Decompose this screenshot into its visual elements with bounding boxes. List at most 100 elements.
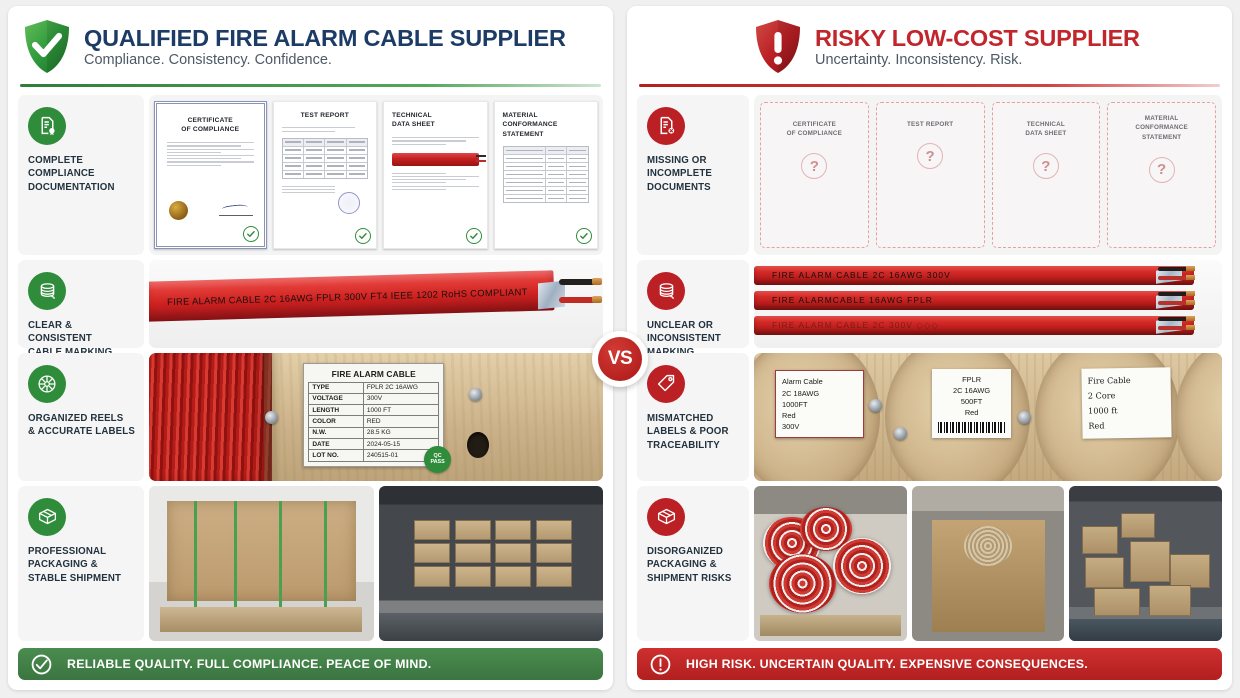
cable-print-text: FIRE ALARM CABLE 2C 16AWG FPLR 300V FT4 … [166,285,528,307]
doc-title-line: CONFORMANCE [502,121,558,129]
row-label-text: MISSING OR INCOMPLETE DOCUMENTS [647,154,712,195]
divider [639,84,1220,87]
label-line: DISORGANIZED [647,545,724,557]
open-damaged-carton-photo [911,485,1065,641]
tag-line: 2C 18AWG [782,388,820,398]
tag-line: 2 Core [1087,390,1115,401]
blue-stamp-icon [338,191,360,214]
reel-label-title: FIRE ALARM CABLE [331,368,416,379]
spool-wheel-icon [28,364,66,403]
row-missing-documents: MISSING OR INCOMPLETE DOCUMENTS CERTIFIC… [637,94,1222,255]
check-circle-icon [30,653,53,676]
shield-alert-icon [753,18,803,76]
doc-title-line: TECHNICAL [392,111,432,119]
cable-marking-media: FIRE ALARM CABLE 2C 16AWG FPLR 300V FT4 … [149,259,603,348]
packaging-photos [149,485,603,641]
placeholder-material-conformance[interactable]: MATERIAL CONFORMANCE STATEMENT ? [1107,101,1216,248]
cable-jacket: FIRE ALARM CABLE 2C 300V ◇◇◇ [754,315,1195,335]
document-certificate-icon [28,106,66,145]
placeholder-certificate[interactable]: CERTIFICATE OF COMPLIANCE ? [760,101,869,248]
container-floor [1069,619,1223,641]
placeholder-title-line: TEST REPORT [906,120,954,128]
container-floor [378,613,603,641]
question-mark-icon: ? [1032,153,1059,179]
document-gallery: CERTIFICATE OF COMPLIANCE [149,94,603,255]
placeholder-title: TECHNICAL DATA SHEET [1025,120,1066,140]
document-missing-icon [647,106,685,145]
label-line: PROFESSIONAL [28,545,107,557]
row-inconsistent-marking: UNCLEAR OR INCONSISTENT MARKING FIRE ALA… [637,259,1222,358]
shield-check-icon [22,18,72,76]
label-line: TRACEABILITY [647,440,720,452]
row-label-text: PROFESSIONAL PACKAGING & STABLE SHIPMENT [28,545,121,586]
placeholder-title-line: CONFORMANCE [1135,124,1188,132]
document-thumb-test-report[interactable]: TEST REPORT [272,100,377,249]
row-disorganized-packaging: DISORGANIZED PACKAGING & SHIPMENT RISKS [637,485,1223,641]
document-thumb-material-conformance[interactable]: MATERIAL CONFORMANCE STATEMENT [493,100,598,249]
document-thumb-technical-data-sheet[interactable]: TECHNICAL DATA SHEET [383,100,488,249]
row-mismatched-labels: MISMATCHED LABELS & POOR TRACEABILITY [637,352,1222,481]
label-line: STABLE SHIPMENT [28,573,122,585]
document-thumb-certificate[interactable]: CERTIFICATE OF COMPLIANCE [154,100,267,249]
page-title: QUALIFIED FIRE ALARM CABLE SUPPLIER [84,24,566,51]
verified-check-icon [576,227,592,244]
footer-text: RELIABLE QUALITY. FULL COMPLIANCE. PEACE… [67,657,432,671]
verified-check-icon [465,227,482,244]
doc-title: TECHNICAL DATA SHEET [392,111,479,131]
mismatched-reels-photo: Alarm Cable 2C 18AWG 1000FT Red 300V FPL… [754,352,1222,481]
doc-body-lines [392,137,479,145]
label-line: SHIPMENT RISKS [647,573,732,585]
marked-cable-photo: FIRE ALARM CABLE 2C 16AWG FPLR 300V FT4 … [149,259,603,348]
document-thumbnails: CERTIFICATE OF COMPLIANCE [149,94,603,255]
table-row: LOT NO.240515-01 [308,449,440,462]
tag-line: Red [1087,420,1105,431]
tag-line: 2C 16AWG [953,386,991,396]
placeholder-title: TEST REPORT [907,120,953,130]
reel-hole [466,431,489,458]
loaded-container-photo [378,485,603,641]
price-tag-icon [647,364,685,403]
label-line: COMPLIANCE [28,168,95,180]
row-label-disorganized-packaging: DISORGANIZED PACKAGING & SHIPMENT RISKS [637,485,749,641]
tag-line: Red [782,410,796,420]
disorganized-photos [754,485,1223,641]
label-line: MISMATCHED [647,412,714,424]
doc-footer-lines [281,185,369,194]
cable-print-text: FIRE ALARMCABLE 16AWG FPLR [772,295,933,305]
qualified-footer-banner: RELIABLE QUALITY. FULL COMPLIANCE. PEACE… [18,648,603,680]
placeholder-title-line: TECHNICAL [1026,120,1065,128]
open-box-icon [647,497,685,536]
missing-document-placeholders: CERTIFICATE OF COMPLIANCE ? TEST REPORT … [754,94,1222,255]
inconsistent-cable-photo: FIRE ALARM CABLE 2C 16AWG 300V FIRE ALAR… [754,259,1222,348]
cable-reel-icon [28,271,66,310]
doc-data-table [281,137,368,179]
tag-line: 300V [782,421,800,431]
doc-title-line: OF COMPLIANCE [181,126,240,134]
tag-line: Red [964,408,979,418]
verified-check-icon [355,227,371,244]
verified-check-icon [242,225,259,242]
qc-line: PASS [430,459,445,466]
placeholder-title-line: STATEMENT [1141,134,1182,141]
reel-bolt [868,398,882,412]
row-label-text: MISMATCHED LABELS & POOR TRACEABILITY [647,412,729,453]
doc-title-line: TEST REPORT [300,111,349,119]
reel-bolt [264,411,278,425]
row-cable-marking: CLEAR & CONSISTENT CABLE MARKING FIRE AL… [18,259,603,358]
inconsistent-marking-media: FIRE ALARM CABLE 2C 16AWG 300V FIRE ALAR… [754,259,1222,348]
reel-bolt [469,388,483,402]
page-subtitle: Compliance. Consistency. Confidence. [84,52,332,69]
gold-seal-icon [169,200,188,220]
coil-inside-box [963,525,1013,567]
question-mark-icon: ? [1148,156,1175,183]
red-cable-coil [149,352,282,481]
label-line: CLEAR & CONSISTENT [28,319,92,345]
placeholder-test-report[interactable]: TEST REPORT ? [875,101,985,248]
doc-title-line: CERTIFICATE [187,116,233,124]
risky-header: RISKY LOW-COST SUPPLIER Uncertainty. Inc… [637,14,1222,82]
placeholder-technical-data-sheet[interactable]: TECHNICAL DATA SHEET ? [991,101,1101,248]
